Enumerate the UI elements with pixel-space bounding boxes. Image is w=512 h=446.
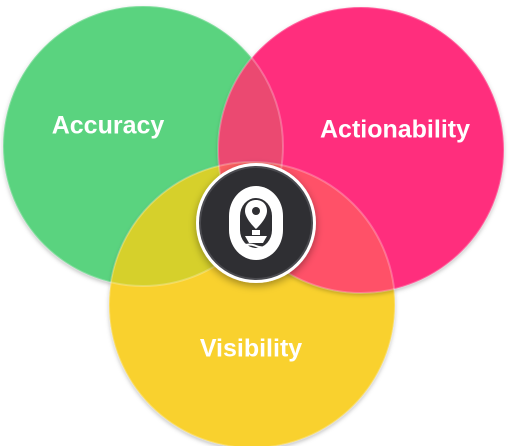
overlap-actionability-visibility	[218, 162, 395, 293]
visibility-label: Visibility	[200, 335, 302, 363]
accuracy-label: Accuracy	[52, 112, 165, 140]
center-emblem	[196, 163, 316, 283]
actionability-label: Actionability	[320, 116, 470, 144]
location-pin-ship-icon	[242, 200, 270, 249]
overlap-accuracy-visibility	[109, 162, 283, 286]
